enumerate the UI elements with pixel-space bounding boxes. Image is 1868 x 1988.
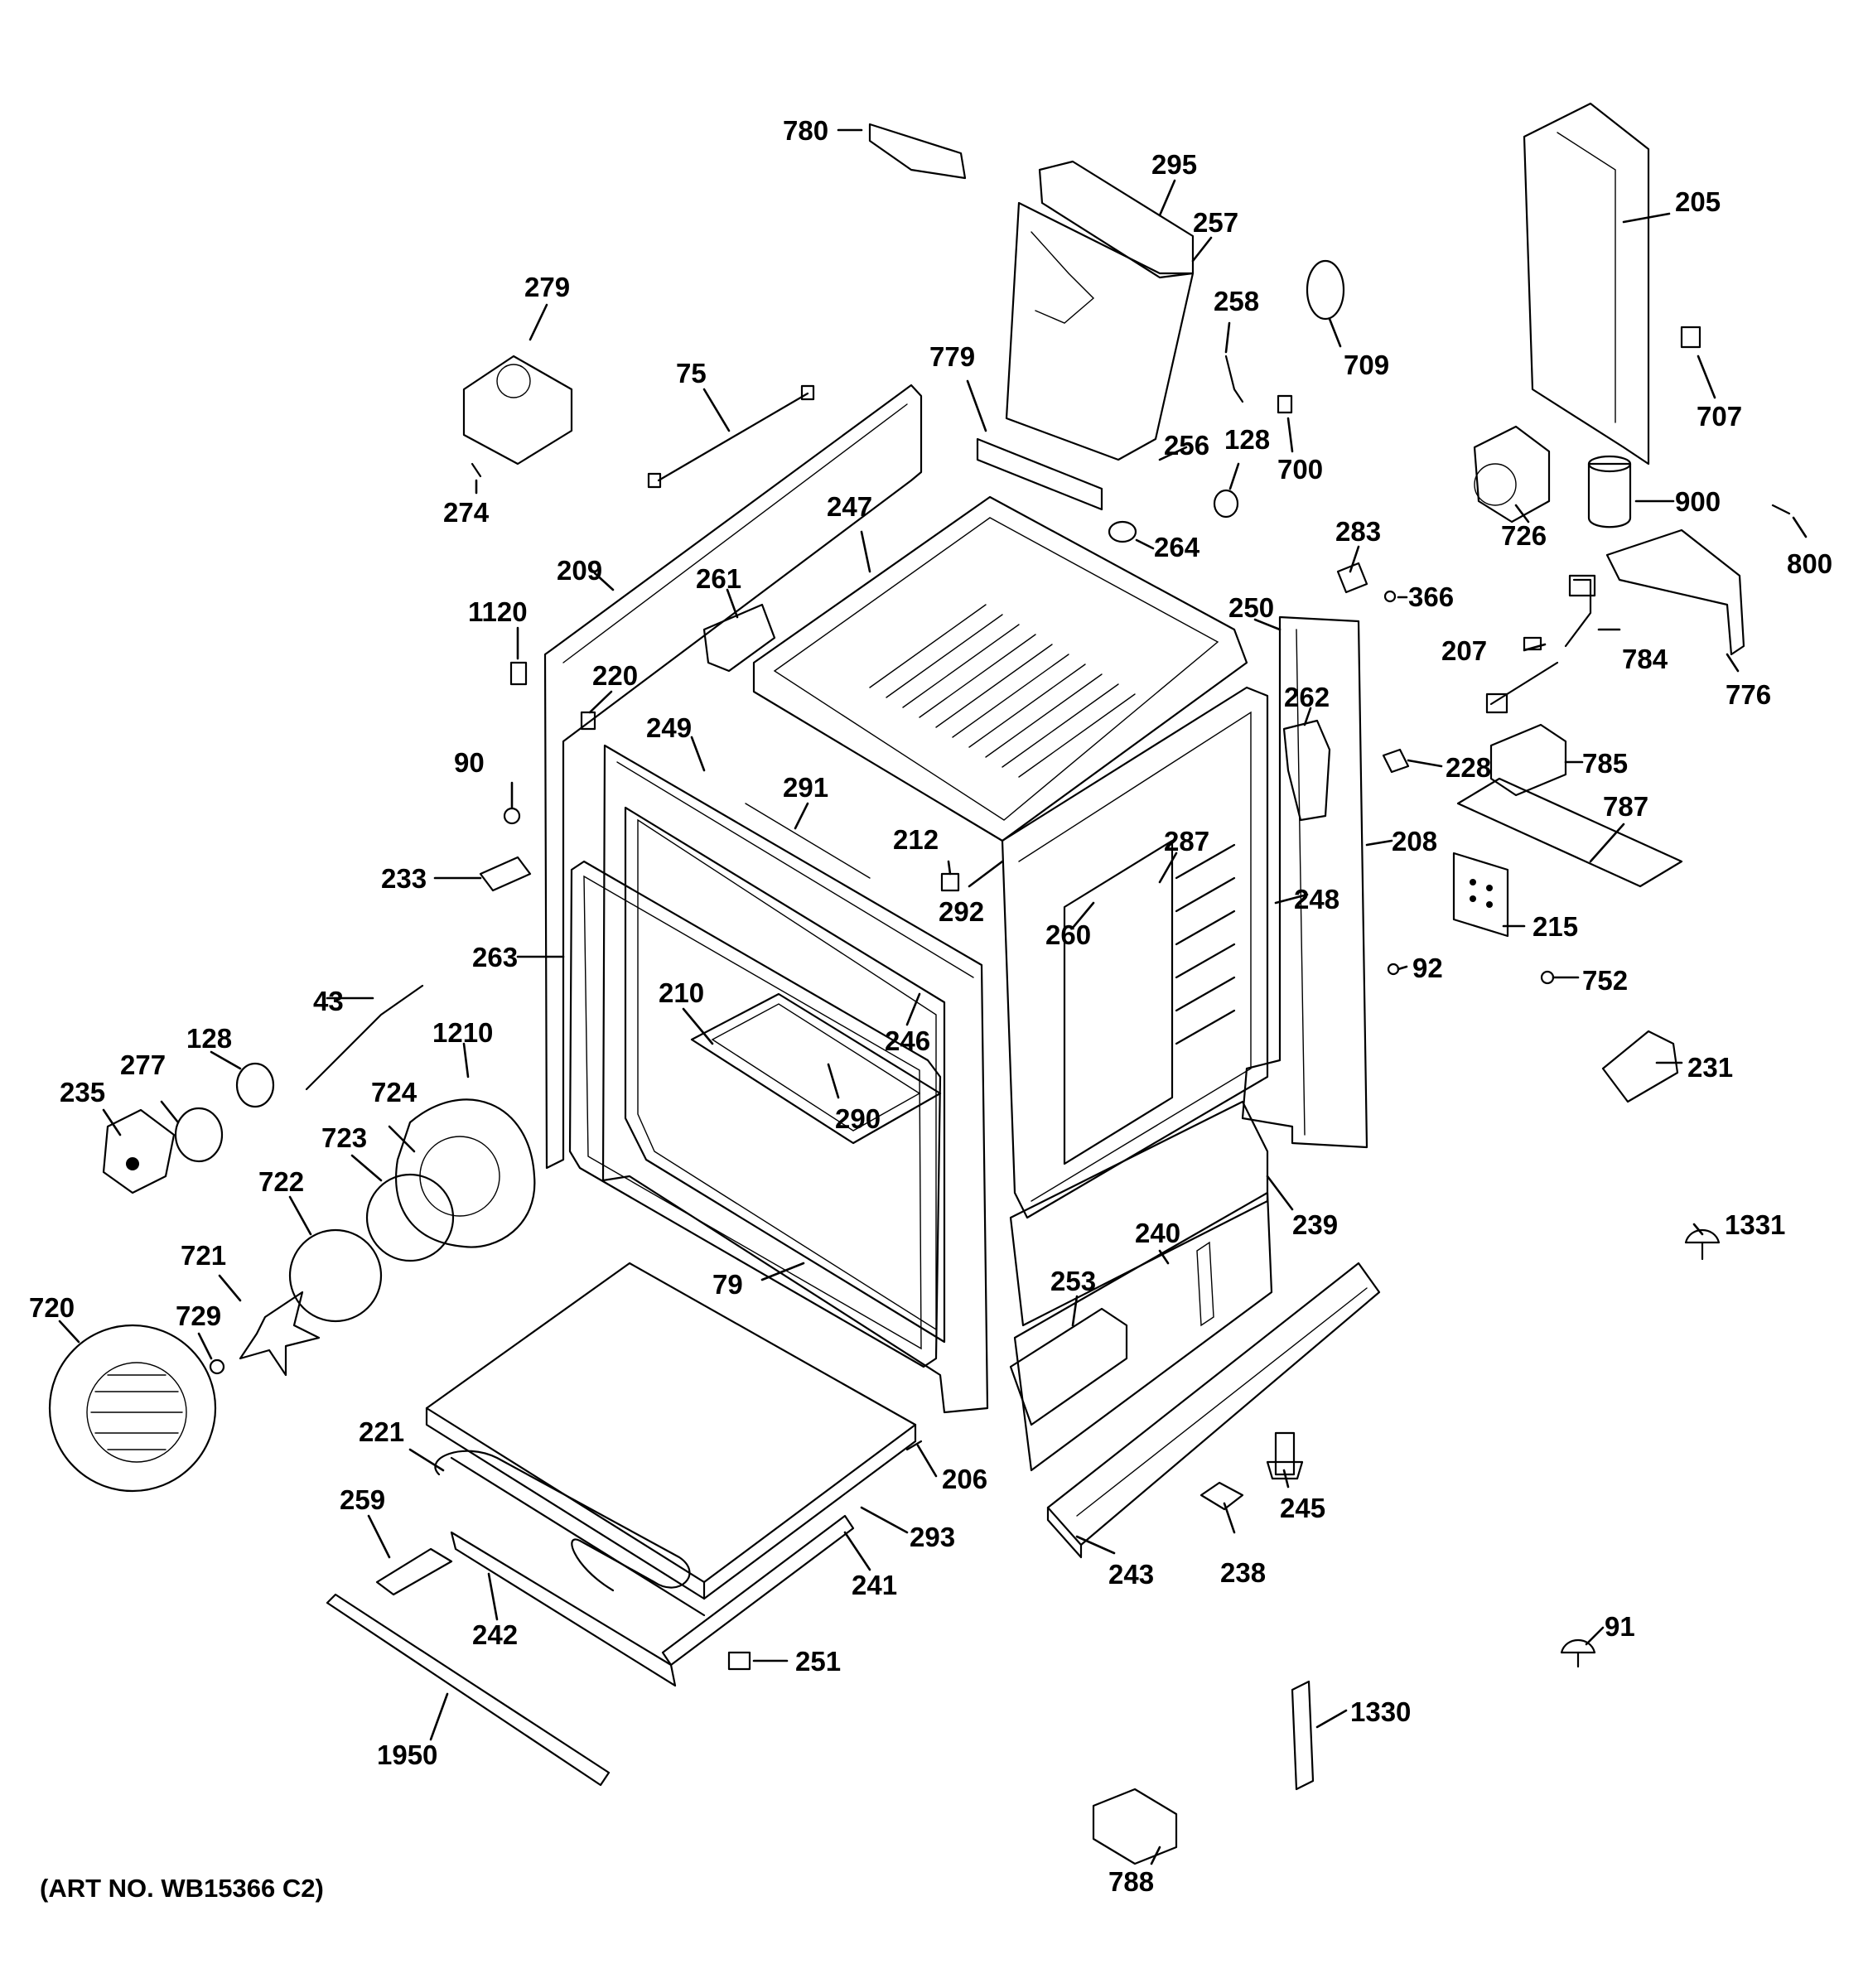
callout-248: 248 [1294, 884, 1339, 914]
callout-221: 221 [359, 1416, 404, 1447]
callout-277: 277 [120, 1049, 166, 1080]
callout-263: 263 [472, 942, 518, 972]
callout-235: 235 [60, 1077, 105, 1107]
callout-243: 243 [1108, 1559, 1154, 1590]
callout-291: 291 [783, 772, 828, 803]
callout-292: 292 [939, 896, 984, 927]
callout-242: 242 [472, 1619, 518, 1650]
callout-246: 246 [885, 1025, 930, 1056]
top-left-parts [462, 123, 967, 892]
callout-366: 366 [1408, 581, 1454, 612]
callout-293: 293 [910, 1522, 955, 1552]
callout-257: 257 [1193, 207, 1238, 238]
callout-238: 238 [1220, 1557, 1266, 1588]
callout-239: 239 [1292, 1209, 1338, 1240]
callout-260: 260 [1045, 919, 1091, 950]
callout-729: 729 [176, 1300, 221, 1331]
callout-788: 788 [1108, 1866, 1154, 1897]
callout-776: 776 [1726, 679, 1771, 710]
callout-220: 220 [592, 660, 638, 691]
callout-726: 726 [1501, 520, 1547, 551]
callout-262: 262 [1284, 682, 1330, 712]
callout-247: 247 [827, 491, 872, 522]
callout-251: 251 [795, 1646, 841, 1677]
top-ribs [869, 604, 1136, 778]
callout-208: 208 [1392, 826, 1437, 856]
callout-1210: 1210 [432, 1017, 493, 1048]
vent-duct-assembly [976, 160, 1195, 511]
callout-700: 700 [1277, 454, 1323, 485]
callout-1120: 1120 [468, 596, 528, 627]
callout-91: 91 [1605, 1611, 1635, 1642]
callout-231: 231 [1687, 1052, 1733, 1083]
callout-721: 721 [181, 1240, 226, 1271]
callout-215: 215 [1533, 911, 1578, 942]
convection-fan-group [48, 984, 536, 1493]
callout-258: 258 [1214, 286, 1259, 316]
callout-724: 724 [371, 1077, 418, 1107]
callout-259: 259 [340, 1484, 385, 1515]
callout-283: 283 [1335, 516, 1381, 547]
callout-128: 128 [186, 1023, 232, 1054]
callout-1950: 1950 [377, 1740, 437, 1770]
callout-233: 233 [381, 863, 427, 894]
callout-249: 249 [646, 712, 692, 743]
callout-800: 800 [1787, 548, 1832, 579]
top-right-parts [727, 102, 1791, 1865]
callout-707: 707 [1697, 401, 1742, 432]
callout-43: 43 [313, 986, 344, 1016]
callout-709: 709 [1344, 350, 1389, 380]
callout-720: 720 [29, 1292, 75, 1323]
callout-92: 92 [1412, 953, 1443, 983]
oven-bottom-assembly [326, 1262, 917, 1787]
callout-228: 228 [1446, 752, 1491, 783]
callout-752: 752 [1582, 965, 1628, 996]
leader-lines [58, 128, 1808, 1865]
callout-274: 274 [443, 497, 490, 528]
callout-287: 287 [1164, 826, 1209, 856]
callout-256: 256 [1164, 430, 1209, 461]
callout-784: 784 [1622, 644, 1668, 674]
callout-206: 206 [942, 1464, 987, 1494]
liner-vents [1175, 843, 1236, 1045]
callout-785: 785 [1582, 748, 1628, 779]
callout-787: 787 [1603, 791, 1648, 822]
callout-212: 212 [893, 824, 939, 855]
callout-290: 290 [835, 1103, 881, 1134]
callout-779: 779 [929, 341, 975, 372]
callout-1331: 1331 [1725, 1209, 1785, 1240]
callout-1330: 1330 [1350, 1696, 1411, 1727]
callout-207: 207 [1441, 635, 1487, 666]
callout-295: 295 [1151, 149, 1197, 180]
callout-279: 279 [524, 272, 570, 302]
callout-210: 210 [659, 977, 704, 1008]
callout-264: 264 [1154, 532, 1200, 562]
callout-780: 780 [783, 115, 828, 146]
callout-250: 250 [1228, 592, 1274, 623]
callout-90: 90 [454, 747, 485, 778]
callout-261: 261 [696, 563, 741, 594]
callout-128: 128 [1224, 424, 1270, 455]
callout-241: 241 [852, 1570, 897, 1600]
callout-245: 245 [1280, 1493, 1325, 1523]
callout-240: 240 [1135, 1218, 1180, 1248]
callout-722: 722 [258, 1166, 304, 1197]
callout-900: 900 [1675, 486, 1721, 517]
callout-75: 75 [676, 358, 707, 388]
callout-253: 253 [1050, 1266, 1096, 1296]
callout-723: 723 [321, 1122, 367, 1153]
art-number: (ART NO. WB15366 C2) [40, 1874, 324, 1903]
callout-79: 79 [712, 1269, 743, 1300]
callout-209: 209 [557, 555, 602, 586]
oven-cabinet-body [543, 384, 1368, 1472]
callout-205: 205 [1675, 186, 1721, 217]
callout-labels: 780 295 257 205 279 258 709 75 779 707 1… [29, 115, 1832, 1897]
